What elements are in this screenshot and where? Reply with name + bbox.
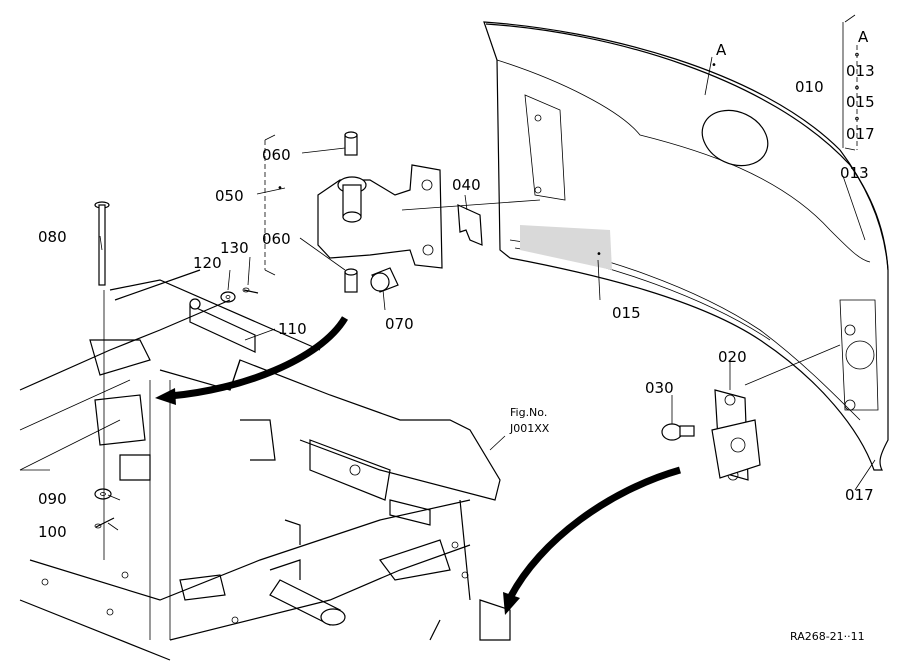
label-A-list: A: [858, 28, 869, 46]
label-010: 010: [795, 78, 824, 96]
part-labels: A 010 013 015 017 A 013 015 017 020 030 …: [38, 28, 875, 541]
label-070: 070: [385, 315, 414, 333]
label-050: 050: [215, 187, 244, 205]
label-040: 040: [452, 176, 481, 194]
label-013: 013: [840, 164, 869, 182]
vehicle-frame: [19, 269, 511, 661]
pin-080: [94, 201, 110, 286]
latch-plate-020: [711, 389, 761, 481]
bolt-070: [370, 267, 399, 293]
label-130: 130: [220, 239, 249, 257]
hood-panel: [483, 21, 889, 471]
label-015-list: 015: [846, 93, 875, 111]
pin-060-bottom: [344, 268, 358, 293]
label-020: 020: [718, 348, 747, 366]
ref-dot-A: •: [711, 60, 717, 71]
drawing-number: RA268-21··11: [790, 630, 865, 643]
label-017: 017: [845, 486, 874, 504]
bolt-030: [661, 423, 695, 441]
detail-arrow-upper: [155, 316, 349, 405]
label-100: 100: [38, 523, 67, 541]
label-017-list: 017: [846, 125, 875, 143]
shim-040: [457, 204, 483, 246]
group-dot-050: •: [277, 183, 283, 194]
hinge-bracket-050: [264, 134, 443, 276]
label-030: 030: [645, 379, 674, 397]
label-080: 080: [38, 228, 67, 246]
label-060-top: 060: [262, 146, 291, 164]
detail-arrow-lower: [503, 466, 681, 615]
label-120: 120: [193, 254, 222, 272]
fig-ref-line2: J001XX: [509, 422, 550, 435]
ref-dot-015: •: [596, 249, 602, 260]
washer-120: [220, 291, 236, 303]
pin-060-top: [344, 131, 358, 156]
figure-reference: Fig.No. J001XX: [489, 406, 550, 451]
list-dot-2: •: [854, 83, 860, 94]
label-110: 110: [278, 320, 307, 338]
label-090: 090: [38, 490, 67, 508]
label-015: 015: [612, 304, 641, 322]
label-060-bottom: 060: [262, 230, 291, 248]
label-013-list: 013: [846, 62, 875, 80]
cotter-100: [94, 517, 115, 529]
list-dot-1: •: [854, 50, 860, 61]
cotter-130: [242, 287, 259, 294]
washer-090: [94, 488, 112, 500]
fig-ref-line1: Fig.No.: [510, 406, 547, 419]
label-A-hood: A: [716, 41, 727, 59]
list-dot-3: •: [854, 114, 860, 125]
leader-lines: [99, 14, 876, 531]
plate-110: [189, 298, 256, 353]
